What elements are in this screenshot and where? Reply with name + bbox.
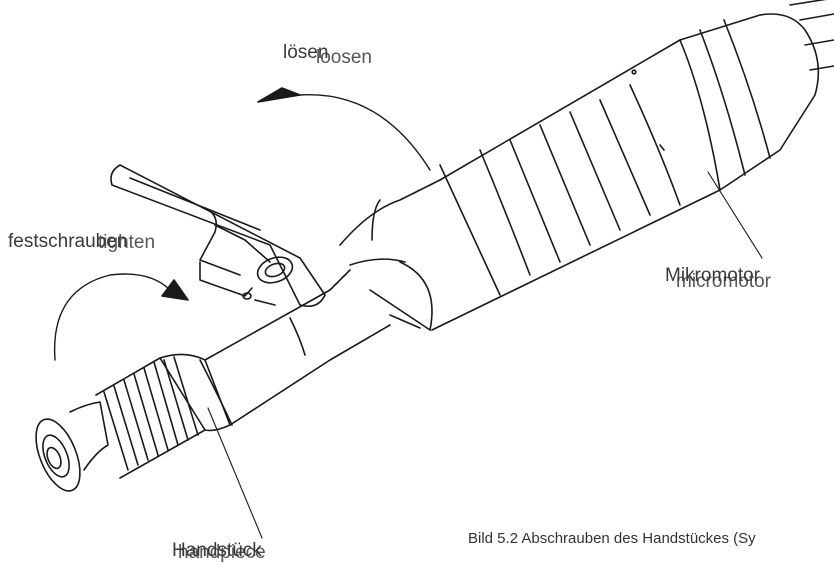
micromotor-body bbox=[432, 15, 780, 330]
label-loosen-german: lösen bbox=[283, 42, 329, 63]
loosen-arrow bbox=[258, 88, 430, 170]
label-tighten-german: festschrauben bbox=[8, 231, 128, 252]
figure-caption: Bild 5.2 Abschrauben des Handstückes (Sy bbox=[468, 530, 756, 547]
label-motor-english: micromotor bbox=[676, 271, 772, 292]
wrench-lever bbox=[111, 165, 325, 306]
tighten-arrow bbox=[55, 274, 188, 360]
handpiece-body bbox=[200, 270, 390, 425]
handpiece-nose bbox=[27, 402, 108, 497]
knurled-sleeve bbox=[96, 354, 230, 478]
label-loosen-english: loosen bbox=[316, 47, 372, 68]
coupling-collar bbox=[340, 180, 440, 330]
label-handpiece-english: handpiece bbox=[178, 542, 266, 563]
leader-line-motor bbox=[708, 172, 762, 258]
label-tighten-english: tighten bbox=[98, 232, 156, 253]
motor-cable-end bbox=[760, 0, 834, 150]
label-handpiece-german: Handstück bbox=[172, 540, 262, 561]
label-motor-german: Mikromotor bbox=[665, 265, 761, 286]
leader-line-handpiece bbox=[208, 408, 262, 538]
